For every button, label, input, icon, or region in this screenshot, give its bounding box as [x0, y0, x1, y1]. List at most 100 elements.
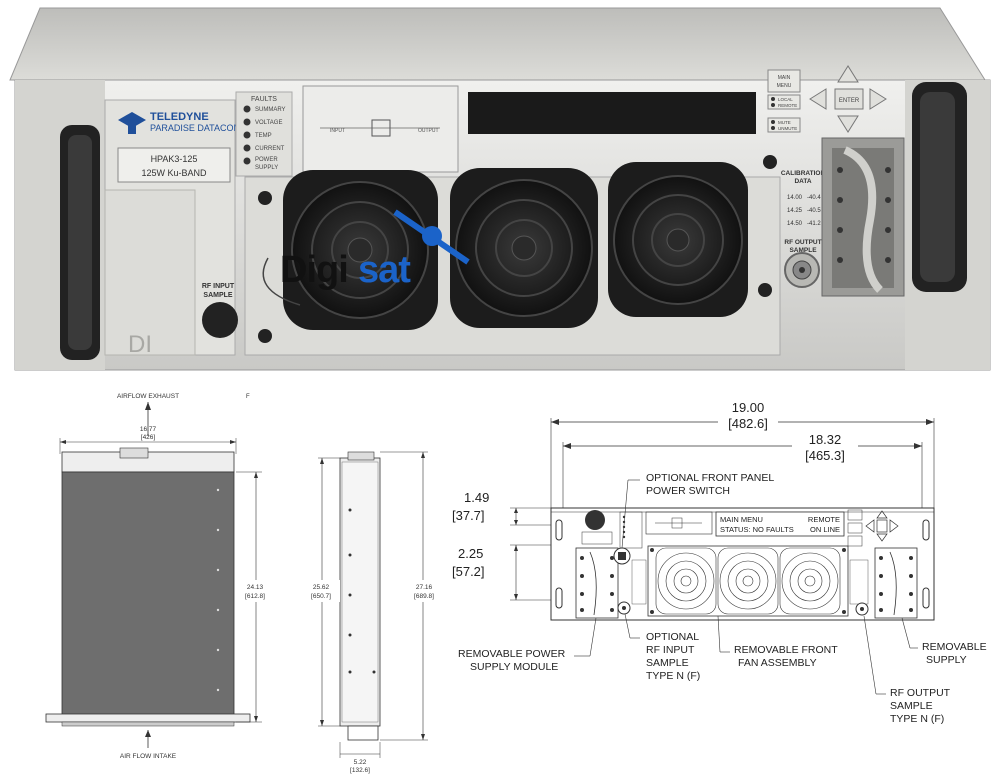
- callout-psu-line2: SUPPLY MODULE: [470, 661, 558, 673]
- fan-thumbscrew-tl: [258, 191, 272, 205]
- fan-2: [450, 168, 598, 328]
- left-arrow-key: [809, 88, 827, 110]
- front-inner-width-in: 18.32: [809, 432, 842, 447]
- callout-supply-line1: REMOVABLE: [922, 641, 987, 653]
- side-view-screws: [348, 508, 376, 674]
- mute-button: [767, 117, 801, 133]
- cal-value-2: -40.5: [807, 208, 821, 214]
- local-remote-button: [767, 94, 801, 110]
- teledyne-logo: [118, 112, 146, 134]
- rf-output-connector: [784, 252, 820, 288]
- lcd-display: [468, 92, 756, 134]
- callout-rfin-line1: OPTIONAL: [646, 631, 699, 643]
- front-dim1-mm: [37.7]: [452, 508, 485, 523]
- front-left-key: [865, 519, 875, 533]
- diagram-input: INPUT: [330, 128, 345, 134]
- right-arrow-key: [869, 88, 887, 110]
- front-enter-key: [876, 519, 888, 533]
- brand-line2: PARADISE DATACOM LLC: [150, 123, 261, 133]
- fault-current: CURRENT: [255, 146, 285, 152]
- top-view-rear-connector: [119, 447, 149, 459]
- cal-value-3: -41.2: [807, 221, 821, 227]
- rf-output-line2: SAMPLE: [789, 247, 817, 254]
- left-handle-slot: [68, 135, 92, 350]
- enter-key: [834, 88, 864, 110]
- side-height-mm: [132.6]: [350, 767, 370, 774]
- top-view-front-ears: [45, 713, 251, 723]
- top-view-mark: F: [246, 394, 250, 400]
- top-view-chassis: [61, 471, 235, 723]
- model-line2: 125W Ku-BAND: [141, 168, 207, 178]
- fan-thumbscrew-tr: [763, 155, 777, 169]
- fault-power: POWER: [255, 157, 278, 163]
- power-supply-handle: [843, 146, 884, 293]
- front-fan-2: [717, 547, 779, 615]
- unmute-label: UNMUTE: [778, 126, 797, 131]
- top-depth-in: 24.13: [247, 584, 264, 591]
- brand-line1: TELEDYNE: [150, 111, 209, 123]
- front-right-key: [889, 519, 899, 533]
- front-down-key: [876, 533, 888, 542]
- side-depth-in: 25.62: [313, 584, 330, 591]
- watermark-sat: sat: [358, 249, 411, 291]
- side-view-rear-hardware: [347, 451, 375, 461]
- air-flow-intake-label: AIR FLOW INTAKE: [120, 753, 177, 760]
- ear-slot-tl: [555, 519, 563, 541]
- digisat-watermark: Digi sat: [262, 209, 470, 306]
- front-overall-width-mm: [482.6]: [728, 416, 768, 431]
- cal-freq-1: 14.00: [787, 195, 803, 201]
- airflow-exhaust-label: AIRFLOW EXHAUST: [117, 393, 179, 400]
- callout-rfin-line2: RF INPUT: [646, 644, 695, 656]
- mute-label: MUTE: [778, 120, 791, 125]
- side-overall-mm: [689.8]: [414, 593, 434, 600]
- main-menu-line2: MENU: [777, 83, 792, 89]
- main-menu-line1: MAIN: [778, 75, 791, 81]
- callout-fan-line2: FAN ASSEMBLY: [738, 657, 817, 669]
- cal-freq-3: 14.50: [787, 221, 803, 227]
- block-diagram-window: [302, 85, 459, 173]
- opt-power-line2: POWER SWITCH: [646, 485, 730, 497]
- front-block-diagram: [645, 511, 713, 535]
- top-view-drawing: AIRFLOW EXHAUST F 16.77 [426] 24.13 [612…: [45, 393, 274, 760]
- remote-label: REMOTE: [778, 103, 797, 108]
- chassis-top: [9, 7, 986, 81]
- front-psu-right: [874, 547, 918, 619]
- callout-fan-line1: REMOVABLE FRONT: [734, 644, 838, 656]
- calibration-line2: DATA: [794, 178, 811, 185]
- cal-value-1: -40.4: [807, 195, 821, 201]
- front-psu-left: [575, 547, 619, 619]
- front-lcd: [715, 511, 845, 537]
- top-width-in: 16.77: [140, 426, 157, 433]
- side-view-front-handle: [347, 725, 379, 741]
- front-dim2-mm: [57.2]: [452, 564, 485, 579]
- lcd-line2-left: STATUS: NO FAULTS: [720, 525, 794, 534]
- side-view-drawing: 25.62 [650.7] 27.16 [689.8] 5.22 [132.6]: [304, 451, 442, 774]
- front-view-drawing: 19.00 [482.6] 18.32 [465.3] MAIN MENU RE…: [452, 398, 987, 725]
- front-up-key: [876, 510, 888, 519]
- fault-temp: TEMP: [255, 133, 272, 139]
- top-depth-mm: [612.8]: [245, 593, 265, 600]
- side-height-in: 5.22: [354, 759, 367, 766]
- callout-rfout-line3: TYPE N (F): [890, 713, 944, 725]
- left-lower-panel: [104, 189, 196, 356]
- fan-3: [608, 162, 748, 317]
- callout-supply-line2: SUPPLY: [926, 654, 967, 666]
- lcd-line2-right: ON LINE: [810, 525, 840, 534]
- model-line1: HPAK3-125: [151, 154, 198, 164]
- lcd-line1-right: REMOTE: [808, 515, 840, 524]
- amplifier-photo: TELEDYNE PARADISE DATACOM LLC HPAK3-125 …: [9, 7, 991, 371]
- rf-input-line2: SAMPLE: [203, 292, 233, 299]
- side-depth-mm: [650.7]: [311, 593, 331, 600]
- callout-rfin-line4: TYPE N (F): [646, 670, 700, 682]
- fault-voltage: VOLTAGE: [255, 120, 282, 126]
- model-plate: [117, 147, 231, 183]
- down-arrow-key: [837, 115, 859, 133]
- enter-label: ENTER: [839, 98, 860, 104]
- lcd-line1-left: MAIN MENU: [720, 515, 763, 524]
- fan-thumbscrew-br: [758, 283, 772, 297]
- faults-title: FAULTS: [251, 96, 277, 103]
- fan-1: [283, 170, 438, 330]
- front-fan-3: [779, 547, 841, 615]
- right-handle-slot: [920, 92, 955, 282]
- callout-psu-line1: REMOVABLE POWER: [458, 648, 566, 660]
